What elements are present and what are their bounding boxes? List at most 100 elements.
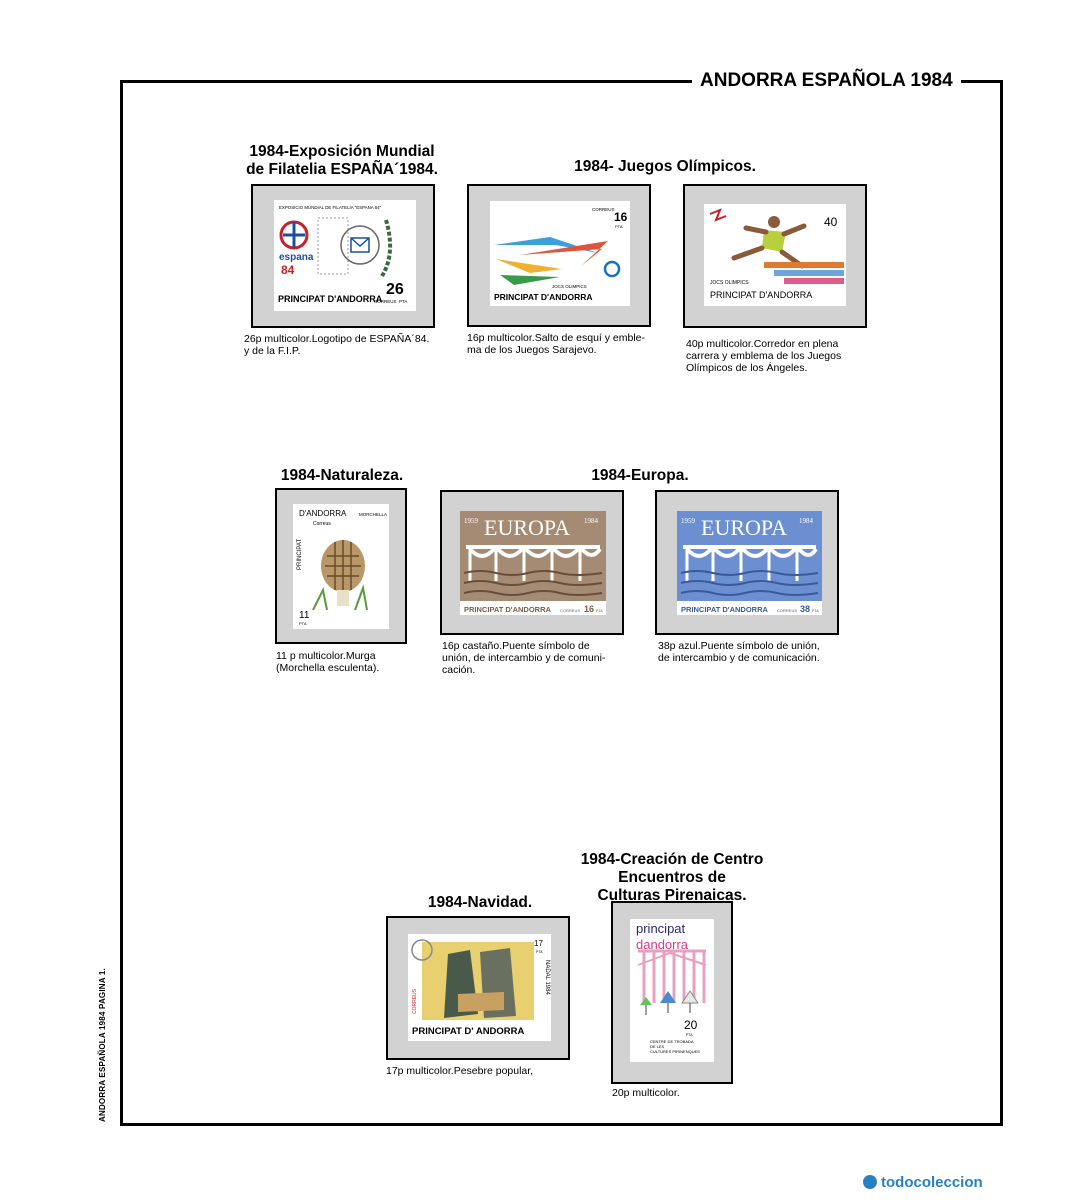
bridge-pillars <box>685 549 799 581</box>
stamp-value: 11 <box>299 610 310 621</box>
stamp-currency: PTA <box>299 621 307 626</box>
runner-limbs <box>731 223 807 269</box>
stamp-currency: PTA <box>596 609 603 613</box>
stamp-year-right: 1984 <box>584 517 599 525</box>
page-frame <box>120 80 1003 1126</box>
stamp-artwork: 1959 1984 EUROPA PRINCIPAT D'ANDORRA 16 … <box>460 511 606 615</box>
water-waves <box>680 570 819 596</box>
track-stripe-orange <box>764 262 844 268</box>
stamp-year-left: 1959 <box>464 517 479 525</box>
stamp-artwork: EXPOSICIO MUNDIAL DE FILATELIA "ESPANA 8… <box>278 205 407 304</box>
stamp-caption: 16p castaño.Puente símbolo de unión, de … <box>442 640 606 676</box>
stamp-centre-line: CULTURES PIRINENQUES <box>650 1049 700 1054</box>
stamp-artwork: CORREUS 16 PTA JOCS OLIMPICS PRINCIPAT D… <box>494 207 628 302</box>
section-title-christmas: 1984-Navidad. <box>427 894 533 911</box>
section-title-europa: 1984-Europa. <box>591 467 689 484</box>
stamp-country: PRINCIPAT D' ANDORRA <box>412 1026 525 1037</box>
stamp-country: PRINCIPAT D'ANDORRA <box>278 294 383 304</box>
stamp-currency: PTA <box>615 224 623 229</box>
espana-year-text: 84 <box>281 263 295 277</box>
runner-head <box>768 216 780 228</box>
stamp-value: 16 <box>584 604 594 614</box>
stamp-caption: 11 p multicolor.Murga (Morchella esculen… <box>276 650 380 674</box>
stamp-country: D'ANDORRA <box>299 509 347 518</box>
pink-stripes <box>638 949 706 1003</box>
bridge-deck <box>466 545 600 549</box>
page-side-label: ANDORRA ESPAÑOLA 1984 PAGINA 1. <box>98 968 107 1122</box>
stamp-postal: CORREUS <box>592 207 615 212</box>
stamp-value: 40 <box>824 215 838 229</box>
stamp-year-left: 1959 <box>681 517 696 525</box>
ski-trail-yellow <box>496 259 562 273</box>
espana-logo-text: espana <box>279 252 314 263</box>
ski-trail-green <box>500 275 560 285</box>
laurel-icon <box>380 219 393 278</box>
stamp-morel: D'ANDORRA Correus MORCHELLA PRINCIPAT 11… <box>293 504 389 629</box>
section-title-expo: 1984-Exposición Mundial de Filatelia ESP… <box>246 143 438 178</box>
stamp-europa-text: EUROPA <box>701 515 787 540</box>
stamp-currency: PTA <box>399 299 407 304</box>
ski-trail-red <box>520 241 608 267</box>
manger <box>458 992 504 1012</box>
watermark-logo: todocoleccion <box>863 1174 983 1191</box>
watermark-text: todocoleccion <box>881 1174 983 1191</box>
pendant-green <box>640 997 652 1005</box>
stamp-games: JOCS OLIMPICS <box>710 280 749 286</box>
stamp-caption: 26p multicolor.Logotipo de ESPAÑA´84. y … <box>244 333 430 357</box>
stamp-artwork: D'ANDORRA Correus MORCHELLA PRINCIPAT 11… <box>297 509 387 626</box>
la-star-emblem-icon <box>709 208 727 222</box>
stamp-artwork: 40 JOCS OLIMPICS PRINCIPAT D'ANDORRA <box>709 208 844 300</box>
envelope-icon <box>350 237 370 253</box>
stamp-currency: PTA <box>812 609 819 613</box>
bridge-pillars <box>468 549 582 581</box>
stamp-centre-line: DE LES <box>650 1044 665 1049</box>
stamp-nadal-text: NADAL 1984 <box>544 960 550 995</box>
stamp-value: 20 <box>684 1018 698 1032</box>
stamp-value: 16 <box>614 210 628 224</box>
stamp-top-text: EXPOSICIO MUNDIAL DE FILATELIA "ESPANA 8… <box>279 205 382 210</box>
stamp-caption: 38p azul.Puente símbolo de unión, de int… <box>658 640 820 664</box>
stamp-artwork: 17 PTA CORREUS NADAL 1984 PRINCIPAT D' A… <box>411 939 550 1037</box>
watermark-icon <box>863 1175 877 1189</box>
sun-emblem-icon <box>411 939 433 961</box>
stamp-ski-jump: CORREUS 16 PTA JOCS OLIMPICS PRINCIPAT D… <box>490 201 630 306</box>
stamp-background <box>460 511 606 615</box>
stamp-country: PRINCIPAT D'ANDORRA <box>494 292 593 302</box>
stamp-year-right: 1984 <box>799 517 814 525</box>
stamp-principat: principat <box>636 921 686 936</box>
stamp-games: JOCS OLIMPICS <box>552 284 587 289</box>
stamp-caption: 20p multicolor. <box>612 1087 680 1099</box>
stamp-postal: CORREUS <box>560 608 580 613</box>
stamp-country: PRINCIPAT D'ANDORRA <box>710 290 812 300</box>
stamp-artwork: 1959 1984 EUROPA PRINCIPAT D'ANDORRA 38 … <box>677 511 822 615</box>
stamp-europa-text: EUROPA <box>484 515 570 540</box>
stamp-caption: 17p multicolor.Pesebre popular, <box>386 1065 534 1077</box>
stamp-nadal: 17 PTA CORREUS NADAL 1984 PRINCIPAT D' A… <box>408 934 551 1041</box>
espana-logo-cross <box>283 222 305 248</box>
stamp-dandorra: dandorra <box>636 937 689 952</box>
bridge-deck <box>683 545 816 549</box>
stamp-postal: Correus <box>313 521 331 527</box>
stamp-principat: PRINCIPAT <box>297 539 303 570</box>
stamp-centre-line: CENTRE DE TROBADA <box>650 1039 694 1044</box>
stamp-espana84: EXPOSICIO MUNDIAL DE FILATELIA "ESPANA 8… <box>274 200 416 311</box>
stamp-species: MORCHELLA <box>359 512 387 517</box>
stamp-postal: CORREUS <box>777 608 797 613</box>
sarajevo-emblem-icon <box>603 260 621 278</box>
pendant-blue <box>660 991 676 1003</box>
bridge-arches <box>685 547 818 558</box>
morel-stem <box>337 590 349 606</box>
runner-body <box>762 230 786 252</box>
stamp-europa-blue: 1959 1984 EUROPA PRINCIPAT D'ANDORRA 38 … <box>677 511 822 615</box>
stamp-postal: CORREUS <box>374 299 397 304</box>
fip-seal-circle <box>340 225 380 265</box>
stamp-value: 38 <box>800 604 810 614</box>
track-stripe-blue <box>774 270 844 276</box>
stamp-artwork: principat dandorra 20 PTA CENTRE DE TROB… <box>636 921 707 1054</box>
grass-blades <box>312 584 368 611</box>
stamp-currency: PTA <box>686 1033 693 1037</box>
stamp-currency: PTA <box>536 950 543 954</box>
section-title-olympics: 1984- Juegos Olímpicos. <box>574 158 756 175</box>
stamp-pyrenees: principat dandorra 20 PTA CENTRE DE TROB… <box>630 919 714 1062</box>
stamp-country: PRINCIPAT D'ANDORRA <box>681 605 769 614</box>
